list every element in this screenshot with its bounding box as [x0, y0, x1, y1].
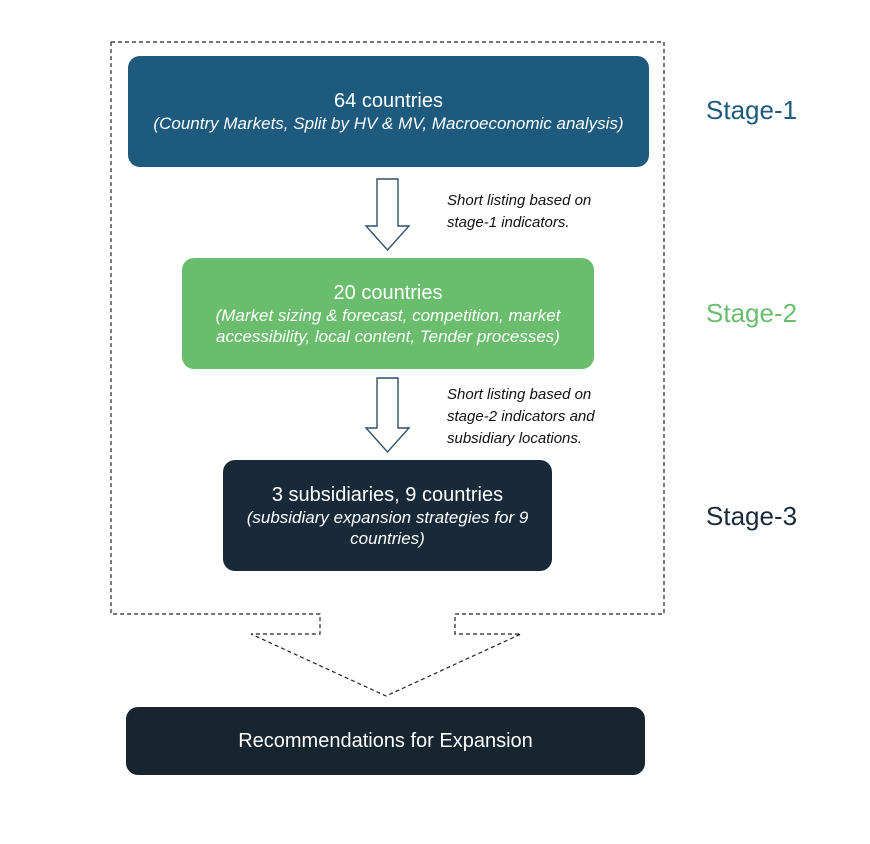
stage-3-box: 3 subsidiaries, 9 countries (subsidiary …: [223, 460, 552, 571]
shortlisting-note-2: Short listing based on stage-2 indicator…: [447, 384, 595, 450]
stage-2-title: 20 countries: [333, 281, 443, 304]
stage-3-title: 3 subsidiaries, 9 countries: [271, 483, 504, 506]
recommendations-box: Recommendations for Expansion: [126, 707, 645, 775]
note-1-line-2: stage-1 indicators.: [447, 214, 570, 231]
note-2-line-2: stage-2 indicators and: [447, 408, 595, 425]
stage-2-subtitle: (Market sizing & forecast, competition, …: [215, 305, 561, 346]
note-2-line-1: Short listing based on: [447, 386, 592, 403]
stage-1-subtitle: (Country Markets, Split by HV & MV, Macr…: [153, 114, 624, 133]
stage-3-subtitle: (subsidiary expansion strategies for 9 c…: [246, 507, 529, 548]
stage-2-box: 20 countries (Market sizing & forecast, …: [182, 258, 594, 369]
stage-1-title: 64 countries: [334, 90, 443, 112]
stage-1-box: 64 countries (Country Markets, Split by …: [128, 56, 649, 167]
stage-2-label: Stage-2: [706, 298, 798, 328]
stage-3-label: Stage-3: [706, 501, 798, 531]
down-arrow-1: [364, 178, 411, 252]
funnel-dashed-outline: [110, 41, 665, 697]
shortlisting-note-1: Short listing based on stage-1 indicator…: [447, 190, 591, 234]
down-arrow-2: [364, 377, 411, 454]
note-2-line-3: subsidiary locations.: [447, 430, 583, 447]
stage-1-label: Stage-1: [706, 95, 798, 125]
note-1-line-1: Short listing based on: [447, 192, 592, 209]
recommendations-label: Recommendations for Expansion: [238, 730, 533, 752]
